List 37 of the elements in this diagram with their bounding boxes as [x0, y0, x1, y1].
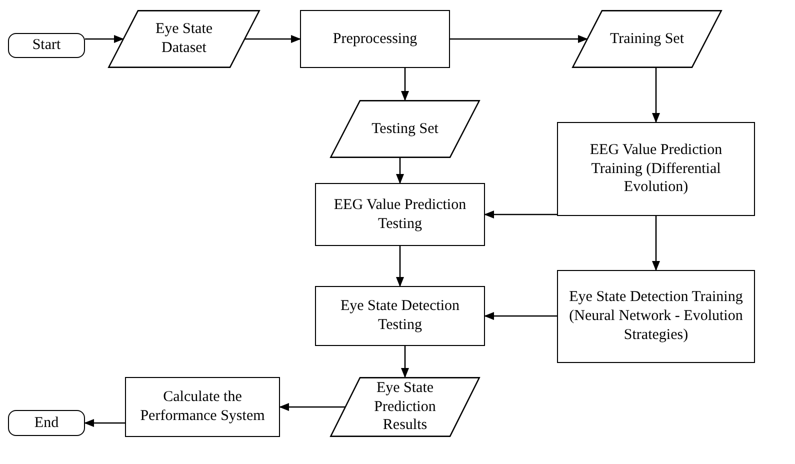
arrow — [279, 403, 345, 411]
node-label: Calculate the Performance System — [139, 388, 266, 426]
arrow — [85, 35, 124, 43]
arrow — [652, 216, 660, 271]
node-label: Preprocessing — [332, 30, 418, 48]
arrow — [84, 419, 125, 427]
data-parallelogram — [330, 100, 480, 158]
node-label: EEG Value Prediction Testing — [332, 196, 468, 234]
node-label: Training Set — [610, 30, 684, 48]
node-label: Testing Set — [372, 120, 438, 138]
process-box — [557, 122, 755, 216]
terminal-box — [8, 410, 85, 436]
process-box — [315, 183, 485, 246]
process-box — [315, 286, 485, 346]
arrow — [401, 346, 409, 378]
data-parallelogram — [572, 10, 722, 68]
arrow — [484, 210, 557, 218]
process-box — [557, 270, 755, 363]
node-label: Start — [32, 36, 61, 55]
node-label: Eye State Prediction Results — [373, 378, 437, 436]
arrow — [245, 35, 301, 43]
node-label: End — [34, 414, 59, 432]
node-label: Eye State Detection Training (Neural Network - Evolution Strategies) — [568, 288, 744, 345]
node-label: Eye State Dataset — [154, 20, 214, 58]
process-box — [300, 10, 450, 68]
data-parallelogram — [108, 10, 260, 68]
arrow — [401, 68, 409, 101]
data-parallelogram — [330, 377, 480, 437]
process-box — [125, 377, 280, 437]
arrow — [396, 246, 404, 287]
arrow — [450, 35, 588, 43]
arrow — [652, 68, 660, 123]
node-label: EEG Value Prediction Training (Differential Evolution) — [588, 140, 724, 198]
arrow — [484, 312, 557, 320]
arrow — [396, 158, 404, 184]
terminal-box — [8, 33, 85, 58]
node-label: Eye State Detection Testing — [339, 297, 461, 335]
